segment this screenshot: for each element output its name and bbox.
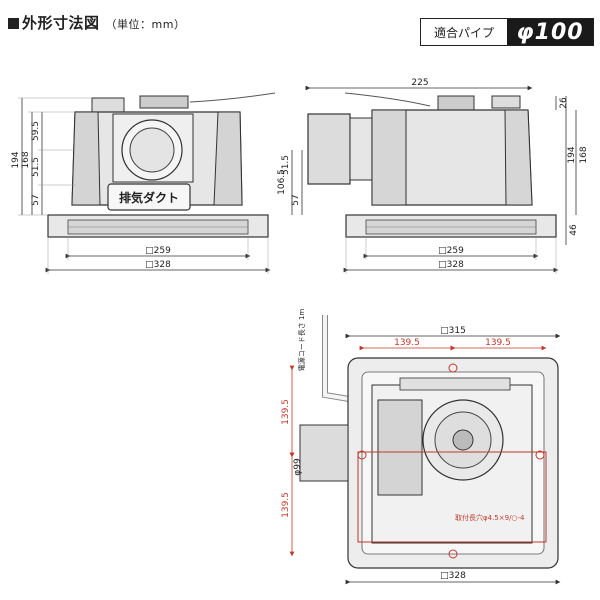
title-square-icon bbox=[8, 18, 19, 29]
unit-label: （単位：mm） bbox=[105, 18, 186, 31]
plan-cord-label: 電源コード長さ 1m bbox=[297, 309, 306, 372]
plan-view: 電源コード長さ 1m 取付長穴φ4.5×9/○-4 □315 139.5 139… bbox=[281, 309, 561, 585]
front-dim-59-5: 59.5 bbox=[31, 121, 41, 141]
side-dim-194: 194 bbox=[567, 146, 577, 163]
side-dim-225: 225 bbox=[411, 78, 428, 88]
front-dim-51-5: 51.5 bbox=[31, 157, 41, 177]
front-dim-57: 57 bbox=[31, 194, 41, 205]
side-dim-26: 26 bbox=[559, 97, 569, 109]
side-dim-328: □328 bbox=[438, 260, 464, 270]
plan-dim-139-5-c: 139.5 bbox=[281, 399, 291, 425]
plan-dim-139-5-a: 139.5 bbox=[394, 338, 420, 348]
plan-dim-328: □328 bbox=[440, 571, 466, 581]
plan-dim-phi99: φ99 bbox=[293, 458, 303, 476]
plan-dim-139-5-d: 139.5 bbox=[281, 492, 291, 518]
plan-dim-315: □315 bbox=[440, 326, 466, 336]
front-dim-259: □259 bbox=[145, 246, 171, 256]
side-dim-51-5: 51.5 bbox=[281, 155, 291, 175]
title-text: 外形寸法図 bbox=[22, 14, 100, 32]
front-duct-label: 排気ダクト bbox=[119, 190, 179, 205]
front-view: 排気ダクト 194 168 59.5 51.5 57 □259 □328 bbox=[11, 92, 276, 274]
pipe-value: φ100 bbox=[507, 19, 593, 45]
side-dim-46: 46 bbox=[569, 224, 579, 236]
side-dim-106-5: 106.5 bbox=[277, 169, 287, 195]
side-view: 225 51.5 106.5 57 26 194 168 46 □259 □32… bbox=[277, 78, 589, 274]
front-dim-194: 194 bbox=[11, 151, 21, 168]
side-dim-57: 57 bbox=[291, 194, 301, 205]
plan-hole-label: 取付長穴φ4.5×9/○-4 bbox=[455, 513, 525, 522]
side-dim-259: □259 bbox=[438, 246, 464, 256]
pipe-label: 適合パイプ bbox=[421, 19, 507, 45]
front-dim-168: 168 bbox=[21, 151, 31, 168]
front-dim-328: □328 bbox=[145, 260, 171, 270]
side-dim-168: 168 bbox=[579, 146, 589, 163]
pipe-spec-box: 適合パイプ φ100 bbox=[420, 18, 594, 46]
diagram-title: 外形寸法図 （単位：mm） bbox=[8, 12, 185, 33]
plan-dim-139-5-b: 139.5 bbox=[485, 338, 511, 348]
